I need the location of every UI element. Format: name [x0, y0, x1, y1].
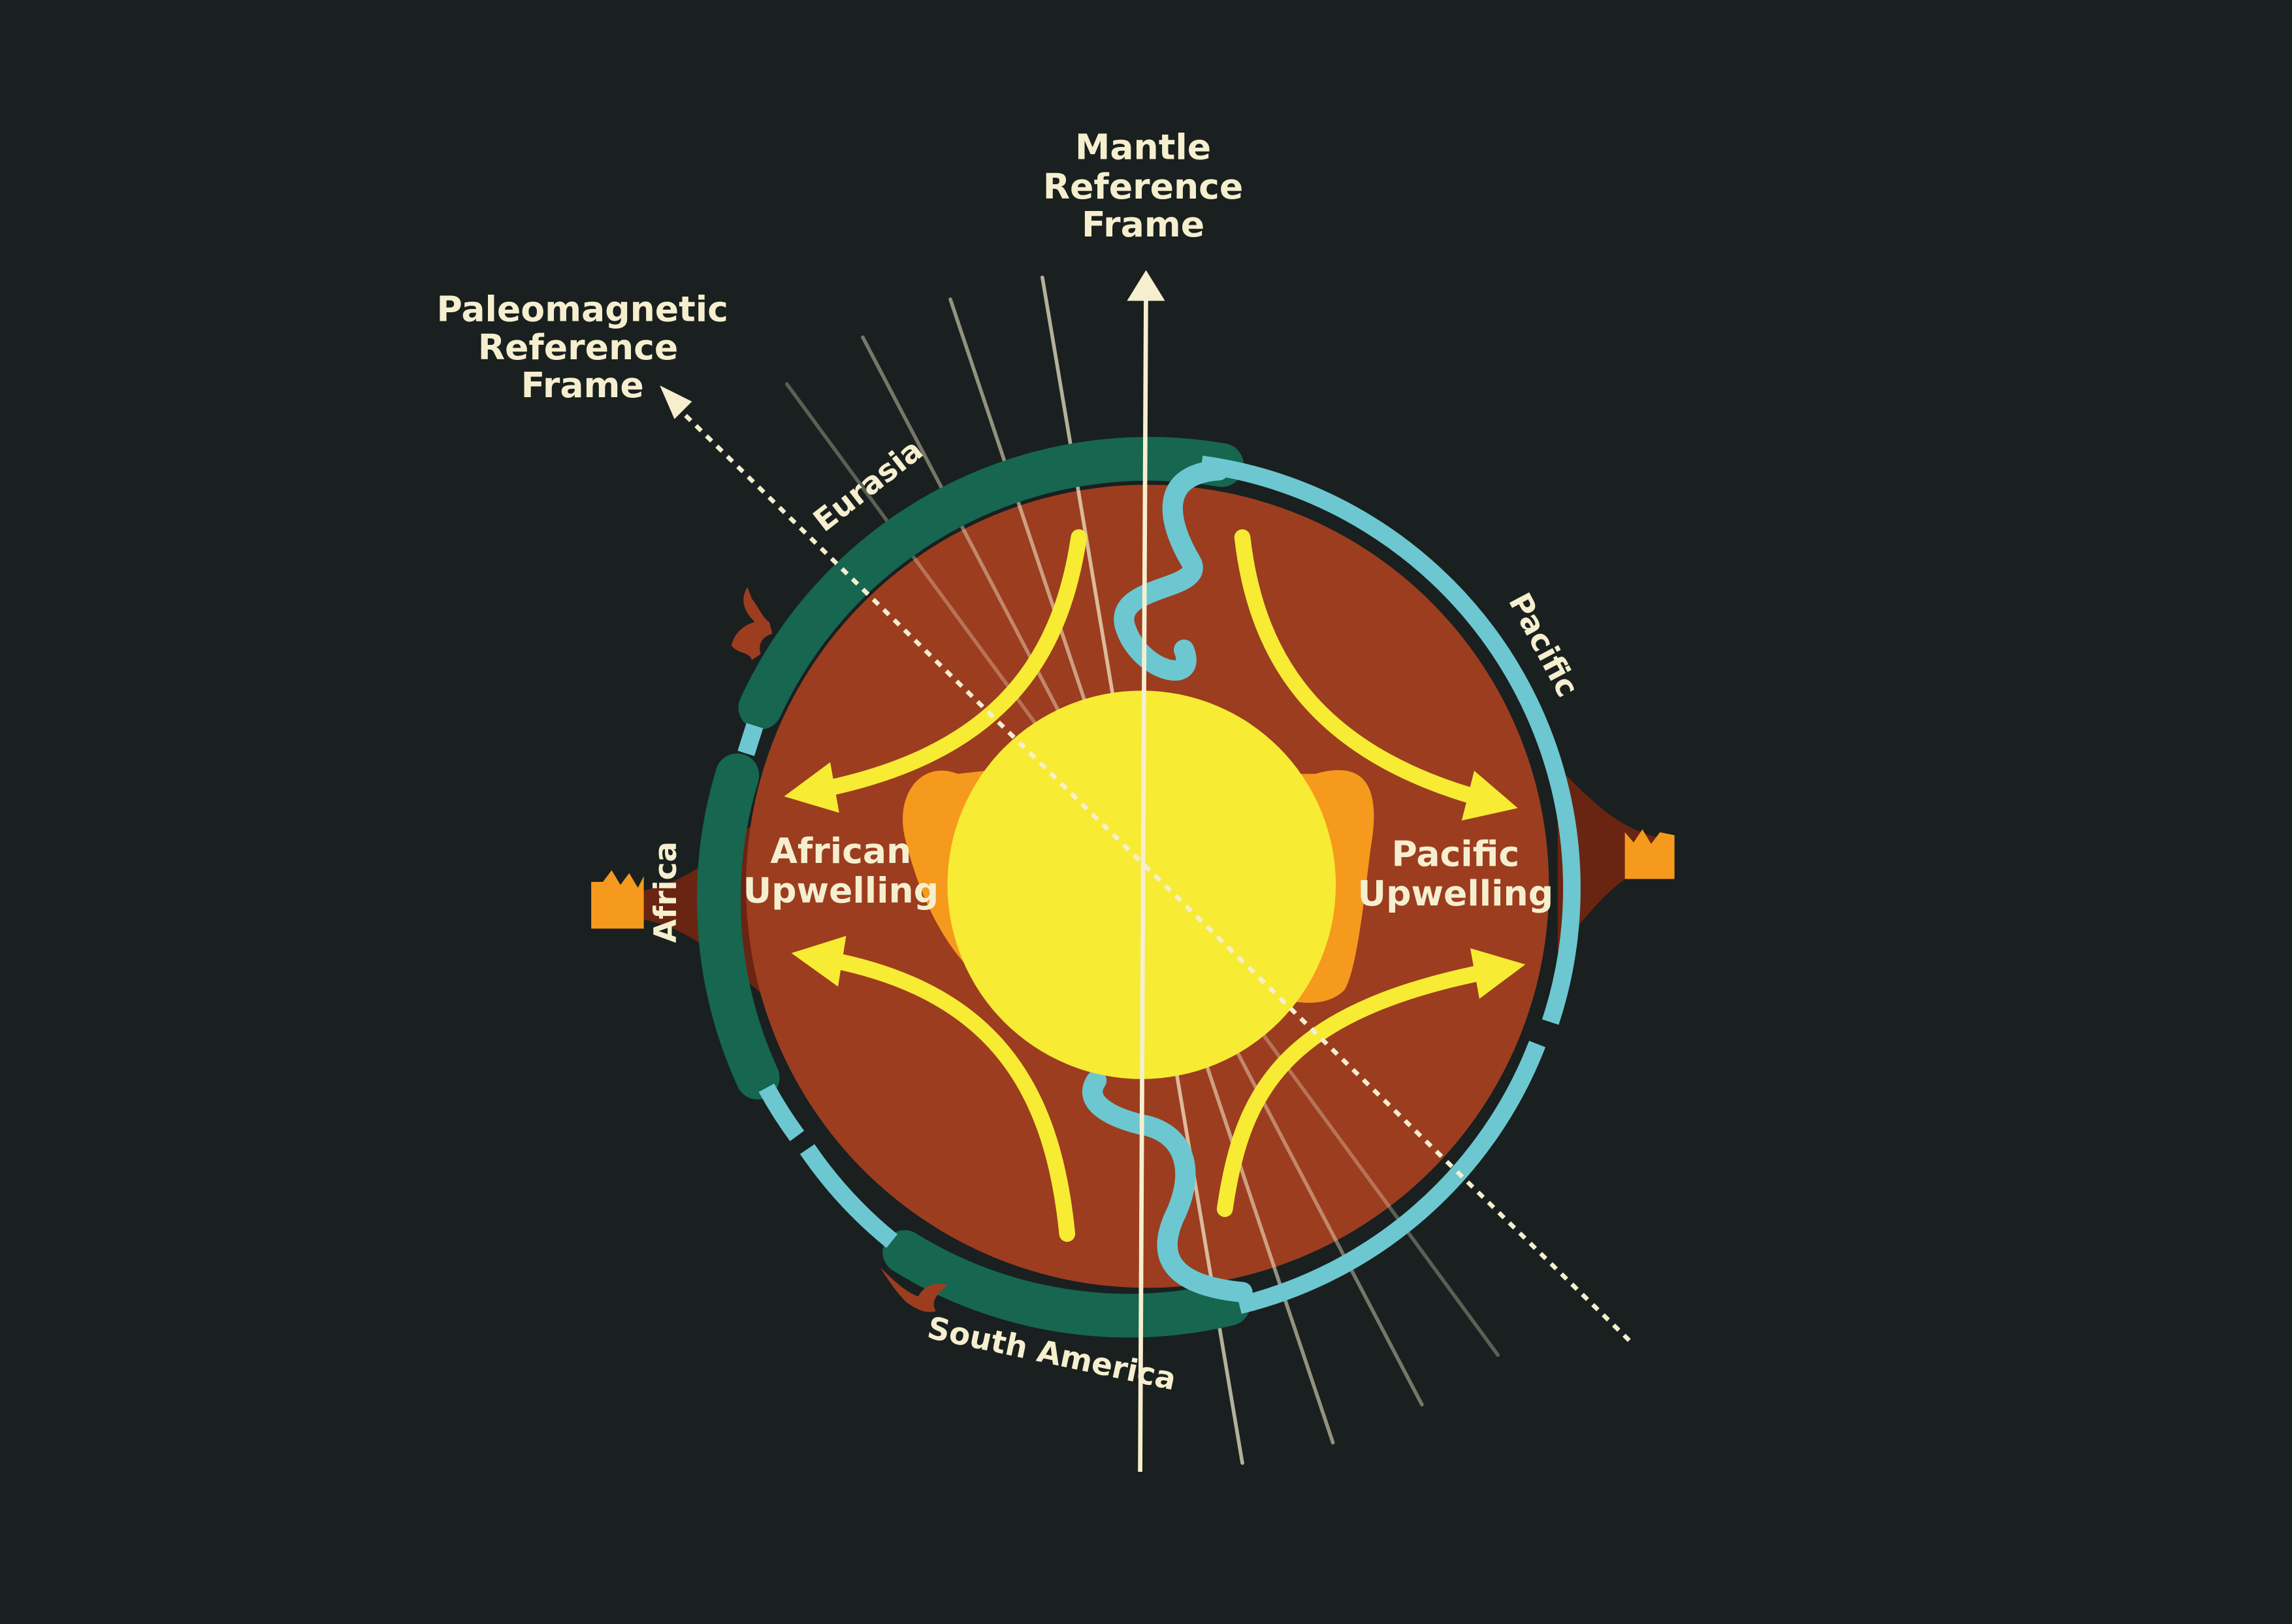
svg-text:Pacific: Pacific — [1391, 833, 1519, 874]
svg-text:Mantle: Mantle — [1075, 127, 1211, 168]
svg-text:Frame: Frame — [521, 365, 644, 406]
svg-text:Paleomagnetic: Paleomagnetic — [437, 289, 728, 330]
svg-text:Frame: Frame — [1082, 204, 1204, 245]
atlantic-seafloor-east — [746, 726, 754, 753]
svg-text:Reference: Reference — [1043, 166, 1244, 207]
svg-text:Upwelling: Upwelling — [1358, 873, 1554, 914]
africa-label: Africa — [648, 841, 684, 943]
svg-text:Reference: Reference — [478, 327, 679, 368]
svg-text:Upwelling: Upwelling — [743, 869, 939, 911]
svg-text:African: African — [770, 830, 911, 871]
african-upwelling-label: African Upwelling — [743, 830, 939, 911]
